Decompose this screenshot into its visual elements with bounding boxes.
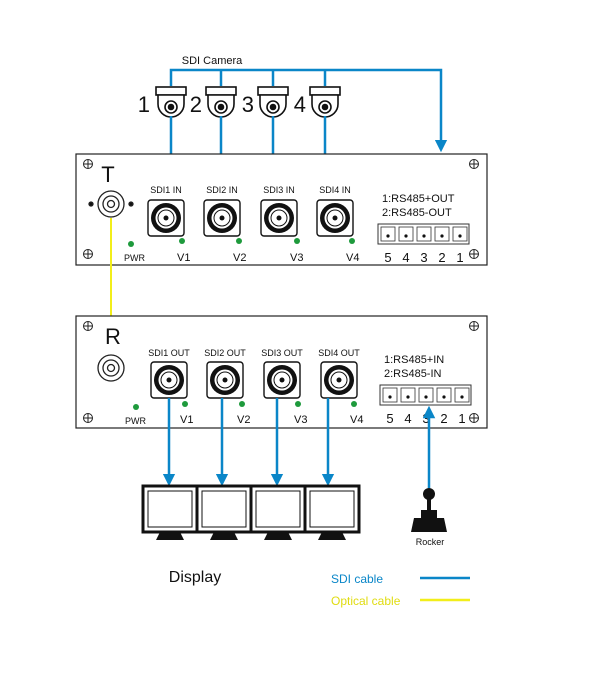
rs485-label: 1:RS485+OUT	[382, 193, 455, 205]
legend: SDI cable Optical cable	[331, 572, 470, 608]
led-label: V2	[237, 414, 250, 426]
camera-number: 2	[190, 92, 202, 117]
bnc-connector-icon	[150, 361, 188, 399]
fiber-port-icon	[97, 354, 125, 382]
bnc-connector-icon	[206, 361, 244, 399]
display-sdi-cables	[162, 398, 335, 487]
display-group	[141, 484, 361, 540]
monitor-icon	[141, 484, 199, 540]
led-label: V4	[350, 414, 363, 426]
monitor-icon	[303, 484, 361, 540]
camera-number: 1	[138, 92, 150, 117]
sdi-in-label: SDI3 IN	[263, 185, 295, 195]
pin-number: 4	[404, 411, 411, 426]
camera-4: 4	[294, 86, 341, 118]
bnc-connector-icon	[320, 361, 358, 399]
led-label: V2	[233, 252, 246, 264]
display-label: Display	[169, 569, 221, 586]
bnc-connector-icon	[260, 199, 298, 237]
panel-letter: R	[105, 324, 121, 349]
sdi-out-label: SDI4 OUT	[318, 348, 360, 358]
dome-camera-icon	[155, 86, 187, 118]
bnc-connector-icon	[203, 199, 241, 237]
pin-number: 5	[386, 411, 393, 426]
monitor-icon	[249, 484, 307, 540]
camera-number: 3	[242, 92, 254, 117]
video-led	[182, 401, 357, 407]
camera-group: 1 2 3	[138, 86, 341, 118]
legend-sdi-label: SDI cable	[331, 572, 383, 586]
sdi-in-label: SDI1 IN	[150, 185, 182, 195]
pin-number: 5	[384, 250, 391, 265]
camera-3: 3	[242, 86, 289, 118]
dome-camera-icon	[257, 86, 289, 118]
terminal-block-icon	[377, 223, 470, 245]
pin-number: 1	[456, 250, 463, 265]
rs485-label: 2:RS485-OUT	[382, 207, 452, 219]
rs485-label: 2:RS485-IN	[384, 368, 442, 380]
camera-number: 4	[294, 92, 306, 117]
sdi-in-label: SDI2 IN	[206, 185, 238, 195]
dome-camera-icon	[309, 86, 341, 118]
pin-number: 2	[440, 411, 447, 426]
joystick-icon	[411, 488, 447, 532]
rocker-label: Rocker	[416, 537, 445, 547]
camera-1: 1	[138, 86, 187, 118]
dome-camera-icon	[205, 86, 237, 118]
sdi-out-label: SDI1 OUT	[148, 348, 190, 358]
screw-icon	[83, 159, 479, 259]
pin-number: 3	[420, 250, 427, 265]
bnc-connector-icon	[147, 199, 185, 237]
rs485-label: 1:RS485+IN	[384, 354, 444, 366]
led-label: V1	[177, 252, 190, 264]
receiver-panel: R PWR SDI1 OUT SDI2 OUT SDI3 OUT SDI4 OU…	[75, 315, 488, 429]
screw-icon	[83, 321, 479, 423]
led-label: V1	[180, 414, 193, 426]
transmitter-panel: T PWR SDI1 IN SDI2 IN SDI3 IN SDI4 IN	[75, 153, 488, 266]
led-label: V3	[294, 414, 307, 426]
pin-number: 3	[422, 411, 429, 426]
sdi-in-label: SDI4 IN	[319, 185, 351, 195]
pin-number: 2	[438, 250, 445, 265]
pin-number: 1	[458, 411, 465, 426]
bnc-connector-icon	[316, 199, 354, 237]
led-label: V4	[346, 252, 359, 264]
pwr-label: PWR	[125, 416, 146, 426]
camera-2: 2	[190, 86, 237, 118]
pwr-led	[128, 241, 134, 247]
pin-number: 4	[402, 250, 409, 265]
pwr-label: PWR	[124, 253, 145, 263]
monitor-icon	[195, 484, 253, 540]
video-led	[179, 238, 355, 244]
led-label: V3	[290, 252, 303, 264]
pwr-led	[133, 404, 139, 410]
sdi-camera-bus	[169, 68, 448, 153]
diagram-title: SDI Camera	[182, 55, 243, 67]
sdi-out-label: SDI3 OUT	[261, 348, 303, 358]
panel-letter: T	[101, 162, 114, 187]
fiber-port-icon	[88, 190, 134, 218]
bnc-connector-icon	[263, 361, 301, 399]
terminal-block-icon	[379, 384, 472, 406]
legend-optical-label: Optical cable	[331, 594, 401, 608]
sdi-out-label: SDI2 OUT	[204, 348, 246, 358]
